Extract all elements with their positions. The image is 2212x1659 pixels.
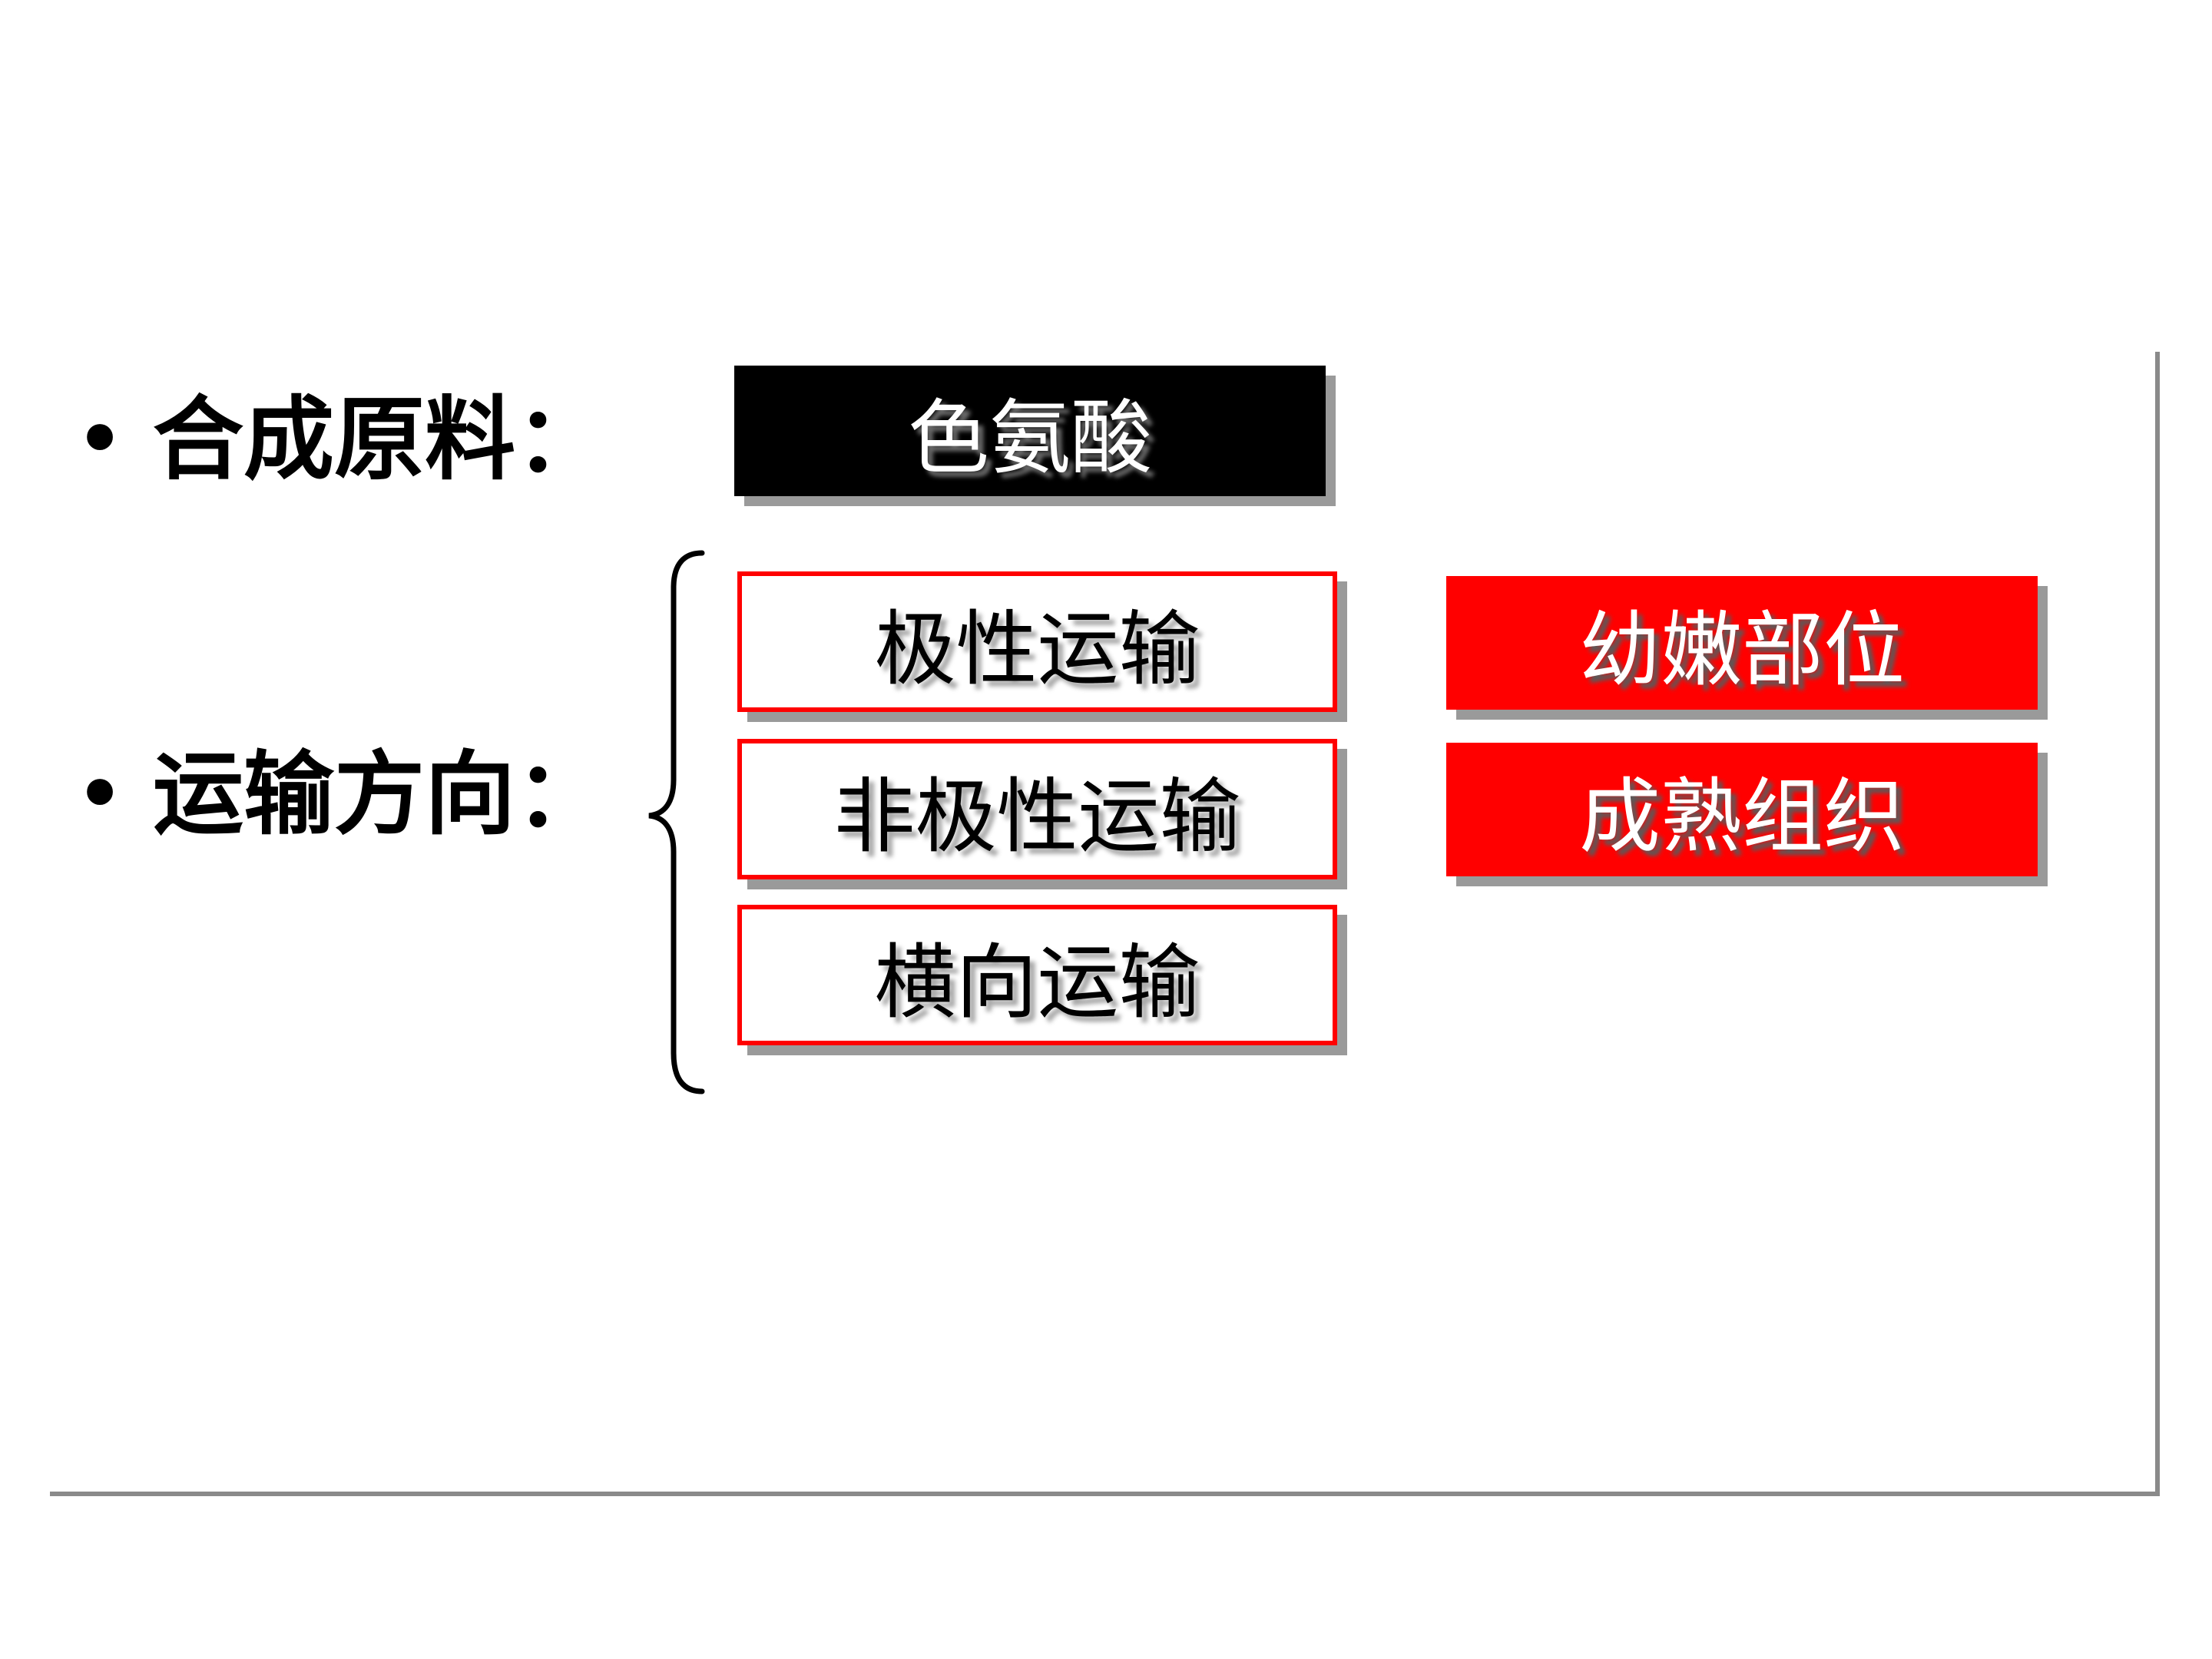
transport-type-text: 非极性运输 — [833, 769, 1241, 864]
location-box-young-tissue: 幼嫩部位 — [1446, 576, 2038, 710]
transport-type-box-nonpolar: 非极性运输 — [737, 739, 1337, 879]
transport-type-text: 极性运输 — [874, 601, 1200, 697]
transport-type-box-polar: 极性运输 — [737, 571, 1337, 712]
raw-material-box: 色氨酸 — [734, 366, 1326, 496]
location-text: 成熟组织 — [1579, 770, 1905, 864]
frame-rule-right — [2155, 352, 2160, 1496]
left-curly-brace-icon — [648, 550, 705, 1094]
transport-type-box-lateral: 横向运输 — [737, 905, 1337, 1045]
bullet-marker: • — [76, 751, 124, 837]
bullet-label-synthesis-material: 合成原料： — [153, 386, 607, 492]
frame-rule-bottom — [50, 1492, 2160, 1496]
bullet-synthesis-material: • 合成原料： — [61, 382, 645, 497]
bullet-label-transport-direction: 运输方向： — [153, 741, 607, 847]
location-text: 幼嫩部位 — [1579, 603, 1905, 697]
bullet-marker: • — [76, 396, 124, 482]
transport-type-text: 横向运输 — [874, 935, 1200, 1030]
location-box-mature-tissue: 成熟组织 — [1446, 743, 2038, 876]
bullet-transport-direction: • 运输方向： — [61, 737, 645, 852]
raw-material-text: 色氨酸 — [908, 391, 1152, 485]
